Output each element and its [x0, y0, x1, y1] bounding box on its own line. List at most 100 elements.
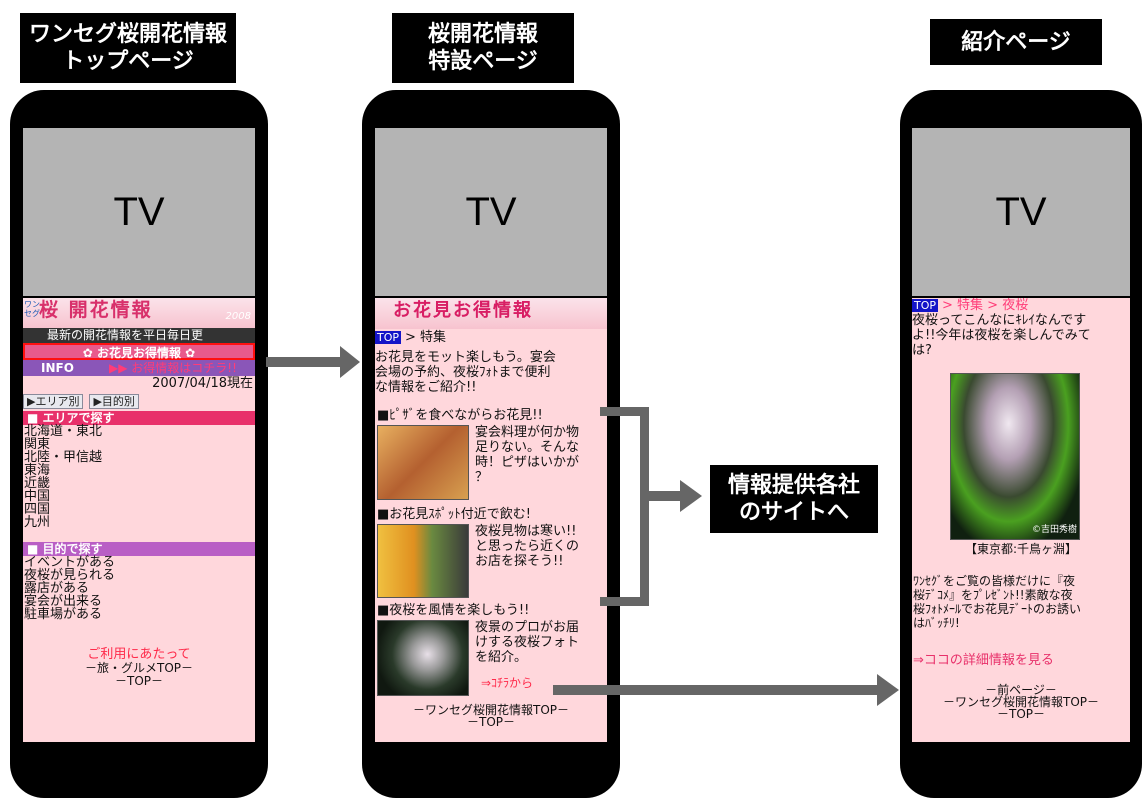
desc-line: お店を探そう!!	[475, 554, 564, 569]
banner-year: 2008	[225, 311, 251, 322]
oneseg-top-link[interactable]: －ワンセグ桜開花情報TOP－	[412, 703, 569, 717]
news-ticker: 最新の開花情報を平日毎日更	[23, 328, 255, 343]
kochira-link[interactable]: ⇒ｺﾁﾗから	[481, 676, 534, 690]
special-banner: お花見お得情報	[375, 298, 607, 329]
desc-line: けする夜桜フォト	[475, 635, 580, 650]
tab-buttons: ▶エリア別 ▶目的別	[23, 391, 255, 411]
tv-area: TV	[912, 128, 1130, 296]
bracket-stem	[648, 491, 682, 501]
area-item[interactable]: 東海	[24, 463, 51, 478]
desc-line: を紹介。	[475, 650, 528, 665]
purpose-item[interactable]: イベントがある	[24, 555, 116, 570]
phone-top-page: TV ワンセグ 桜 開花情報 2008 最新の開花情報を平日毎日更 ✿ お花見お…	[10, 90, 268, 798]
purpose-button[interactable]: ▶目的別	[89, 394, 139, 409]
banner-title: 桜 開花情報	[39, 299, 153, 321]
item-desc-pizza: 宴会料理が何か物 足りない。そんな 時！ピザはいかが ？	[475, 425, 579, 485]
top-link[interactable]: －TOP－	[114, 674, 163, 688]
top-link[interactable]: －TOP－	[996, 707, 1045, 721]
usage-link[interactable]: ご利用にあたって	[87, 647, 191, 662]
breadcrumb: TOP> 特集 > 夜桜	[912, 298, 1130, 313]
info-link[interactable]: ▶▶ お得情報はコチラ!!	[109, 360, 255, 376]
purpose-item[interactable]: 駐車場がある	[24, 607, 103, 622]
breadcrumb-top[interactable]: TOP	[912, 299, 939, 312]
label-special-page-line2: 特設ページ	[428, 49, 538, 74]
desc-line: 足りない。そんな	[475, 440, 580, 455]
desc-line: 宴会料理が何か物	[475, 425, 580, 440]
beer-photo	[377, 524, 469, 598]
label-intro-page-line1: 紹介ページ	[961, 29, 1071, 55]
intro-text: お花見をモット楽しもう。宴会 会場の予約、夜桜ﾌｫﾄまで便利 な情報をご紹介!!	[375, 350, 607, 395]
item-desc-drink: 夜桜見物は寒い!! と思ったら近くの お店を探そう!!	[475, 524, 579, 569]
date-text: 2007/04/18現在	[152, 376, 253, 391]
purpose-item[interactable]: 宴会が出来る	[24, 594, 103, 609]
label-intro-page: 紹介ページ	[930, 19, 1102, 65]
body-line: 桜ﾃﾞｺﾒ』をﾌﾟﾚｾﾞﾝﾄ!!素敵な夜	[913, 588, 1073, 602]
special-page-screen: お花見お得情報 TOP> 特集 お花見をモット楽しもう。宴会 会場の予約、夜桜ﾌ…	[375, 298, 607, 742]
photo-credit: ©吉田秀樹	[1031, 525, 1077, 535]
breadcrumb-top[interactable]: TOP	[375, 331, 402, 344]
item-desc-night: 夜景のプロがお届 けする夜桜フォト を紹介。	[475, 620, 579, 665]
bracket-bottom	[600, 597, 648, 606]
area-item[interactable]: 関東	[24, 437, 51, 452]
body-line: 桜ﾌｫﾄﾒｰﾙでお花見ﾃﾞｰﾄのお誘い	[913, 602, 1082, 616]
top-page-screen: ワンセグ 桜 開花情報 2008 最新の開花情報を平日毎日更 ✿ お花見お得情報…	[23, 298, 255, 742]
arrow-body	[553, 685, 879, 695]
area-item[interactable]: 北海道・東北	[24, 424, 103, 439]
area-item[interactable]: 近畿	[24, 476, 51, 491]
desc-line: 時！ピザはいかが	[475, 455, 580, 470]
desc-line: 夜桜見物は寒い!!	[475, 524, 577, 539]
photo-caption: 【東京都:千鳥ヶ淵】	[964, 542, 1078, 556]
info-label: INFO	[23, 360, 109, 376]
intro-text: 夜桜ってこんなにｷﾚｲなんです よ!!今年は夜桜を楽しんでみて は?	[912, 313, 1130, 358]
info-bar[interactable]: INFO ▶▶ お得情報はコチラ!!	[23, 360, 255, 376]
area-header: ■ エリアで探す	[23, 411, 255, 425]
intro-line: よ!!今年は夜桜を楽しんでみて	[912, 328, 1091, 343]
arrow-head-right-icon	[877, 674, 899, 706]
area-item[interactable]: 北陸・甲信越	[24, 450, 103, 465]
purpose-item[interactable]: 夜桜が見られる	[24, 568, 116, 583]
phone-intro-page: TV TOP> 特集 > 夜桜 夜桜ってこんなにｷﾚｲなんです よ!!今年は夜桜…	[900, 90, 1142, 798]
label-special-page-line1: 桜開花情報	[427, 22, 538, 47]
purpose-item[interactable]: 露店がある	[24, 581, 90, 596]
area-item[interactable]: 中国	[24, 489, 51, 504]
arrow-body	[266, 357, 342, 367]
label-top-page-line1: ワンセグ桜開花情報	[28, 22, 227, 47]
top-banner: ワンセグ 桜 開花情報 2008	[23, 298, 255, 328]
phone-special-page: TV お花見お得情報 TOP> 特集 お花見をモット楽しもう。宴会 会場の予約、…	[362, 90, 620, 798]
label-special-page: 桜開花情報 特設ページ	[392, 13, 574, 83]
tv-area: TV	[23, 128, 255, 296]
arrow-head-right-icon	[340, 346, 360, 378]
travel-top-link[interactable]: －旅・グルメTOP－	[84, 661, 193, 675]
area-button[interactable]: ▶エリア別	[23, 394, 84, 409]
detail-link[interactable]: ⇒ココの詳細情報を見る	[913, 653, 1054, 668]
body-line: はﾊﾞｯﾁﾘ!	[913, 616, 960, 630]
breadcrumb-current: > 特集	[405, 330, 447, 345]
special-link-bar[interactable]: ✿ お花見お得情報 ✿	[23, 343, 255, 360]
label-top-page: ワンセグ桜開花情報 トップページ	[20, 13, 236, 83]
tv-area: TV	[375, 128, 607, 296]
area-item[interactable]: 九州	[24, 515, 51, 530]
bracket-top	[600, 407, 648, 416]
special-banner-title: お花見お得情報	[393, 300, 533, 321]
area-item[interactable]: 四国	[24, 502, 51, 517]
provider-sites-callout: 情報提供各社 のサイトへ	[710, 465, 878, 533]
pizza-photo	[377, 425, 469, 500]
item-title-night[interactable]: ■夜桜を風情を楽しもう!!	[377, 603, 530, 618]
item-title-drink[interactable]: ■お花見ｽﾎﾟｯﾄ付近で飲む!	[377, 507, 531, 522]
desc-line: 夜景のプロがお届	[475, 620, 580, 635]
intro-page-screen: TOP> 特集 > 夜桜 夜桜ってこんなにｷﾚｲなんです よ!!今年は夜桜を楽し…	[912, 298, 1130, 742]
top-link[interactable]: －TOP－	[466, 715, 515, 729]
body-line: ﾜﾝｾｸﾞをご覧の皆様だけに『夜	[913, 574, 1076, 588]
prev-page-link[interactable]: －前ページ－	[985, 683, 1057, 697]
callout-line2: のサイトへ	[738, 500, 849, 525]
oneseg-top-link[interactable]: －ワンセグ桜開花情報TOP－	[942, 695, 1099, 709]
intro-line: お花見をモット楽しもう。宴会	[375, 350, 556, 365]
oneseg-badge: ワンセグ	[24, 300, 40, 318]
special-footer: －ワンセグ桜開花情報TOP－ －TOP－	[375, 704, 607, 728]
breadcrumb-path: > 特集 > 夜桜	[942, 298, 1029, 313]
purpose-header: ■ 目的で探す	[23, 542, 255, 556]
intro-line: 会場の予約、夜桜ﾌｫﾄまで便利	[375, 365, 551, 380]
bracket-vertical	[640, 407, 649, 606]
intro-footer: －前ページ－ －ワンセグ桜開花情報TOP－ －TOP－	[912, 684, 1130, 720]
item-title-pizza[interactable]: ■ﾋﾟｻﾞを食べながらお花見!!	[377, 408, 543, 423]
